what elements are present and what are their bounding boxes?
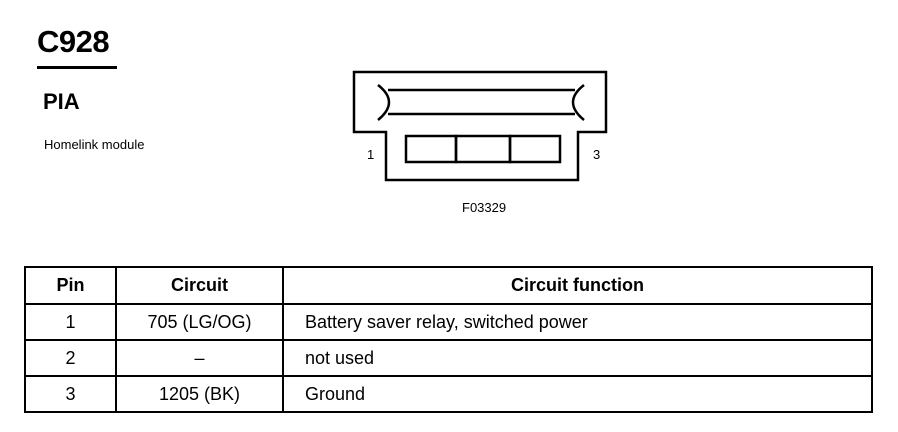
latch-slot — [377, 84, 585, 121]
cell-circuit: 705 (LG/OG) — [115, 303, 284, 341]
pin-3-label: 3 — [593, 147, 601, 162]
cell-circuit-function: not used — [282, 339, 873, 377]
table-row: 1 705 (LG/OG) Battery saver relay, switc… — [24, 303, 873, 341]
pin-cavity-2 — [454, 134, 512, 164]
header-pin: Pin — [24, 266, 117, 305]
connector-face-diagram — [352, 70, 608, 182]
connector-id: C928 — [37, 24, 110, 59]
connector-housing-outline — [352, 70, 608, 182]
pin-cavity-1 — [404, 134, 458, 164]
connector-code: PIA — [43, 89, 80, 114]
pin-1-label: 1 — [367, 147, 375, 162]
header-circuit-function: Circuit function — [282, 266, 873, 305]
cell-pin: 1 — [24, 303, 117, 341]
table-row: 3 1205 (BK) Ground — [24, 375, 873, 413]
connector-description: Homelink module — [44, 137, 145, 152]
cell-circuit: 1205 (BK) — [115, 375, 284, 413]
cell-circuit: – — [115, 339, 284, 377]
cell-pin: 3 — [24, 375, 117, 413]
pin-cavity-3 — [508, 134, 562, 164]
cell-circuit-function: Ground — [282, 375, 873, 413]
pin-cavities — [404, 134, 562, 164]
figure-id: F03329 — [462, 200, 507, 215]
table-header-row: Pin Circuit Circuit function — [24, 266, 873, 305]
table-row: 2 – not used — [24, 339, 873, 377]
cell-pin: 2 — [24, 339, 117, 377]
cell-circuit-function: Battery saver relay, switched power — [282, 303, 873, 341]
header-circuit: Circuit — [115, 266, 284, 305]
pinout-table: Pin Circuit Circuit function 1 705 (LG/O… — [24, 266, 873, 413]
connector-id-underline — [37, 66, 117, 69]
